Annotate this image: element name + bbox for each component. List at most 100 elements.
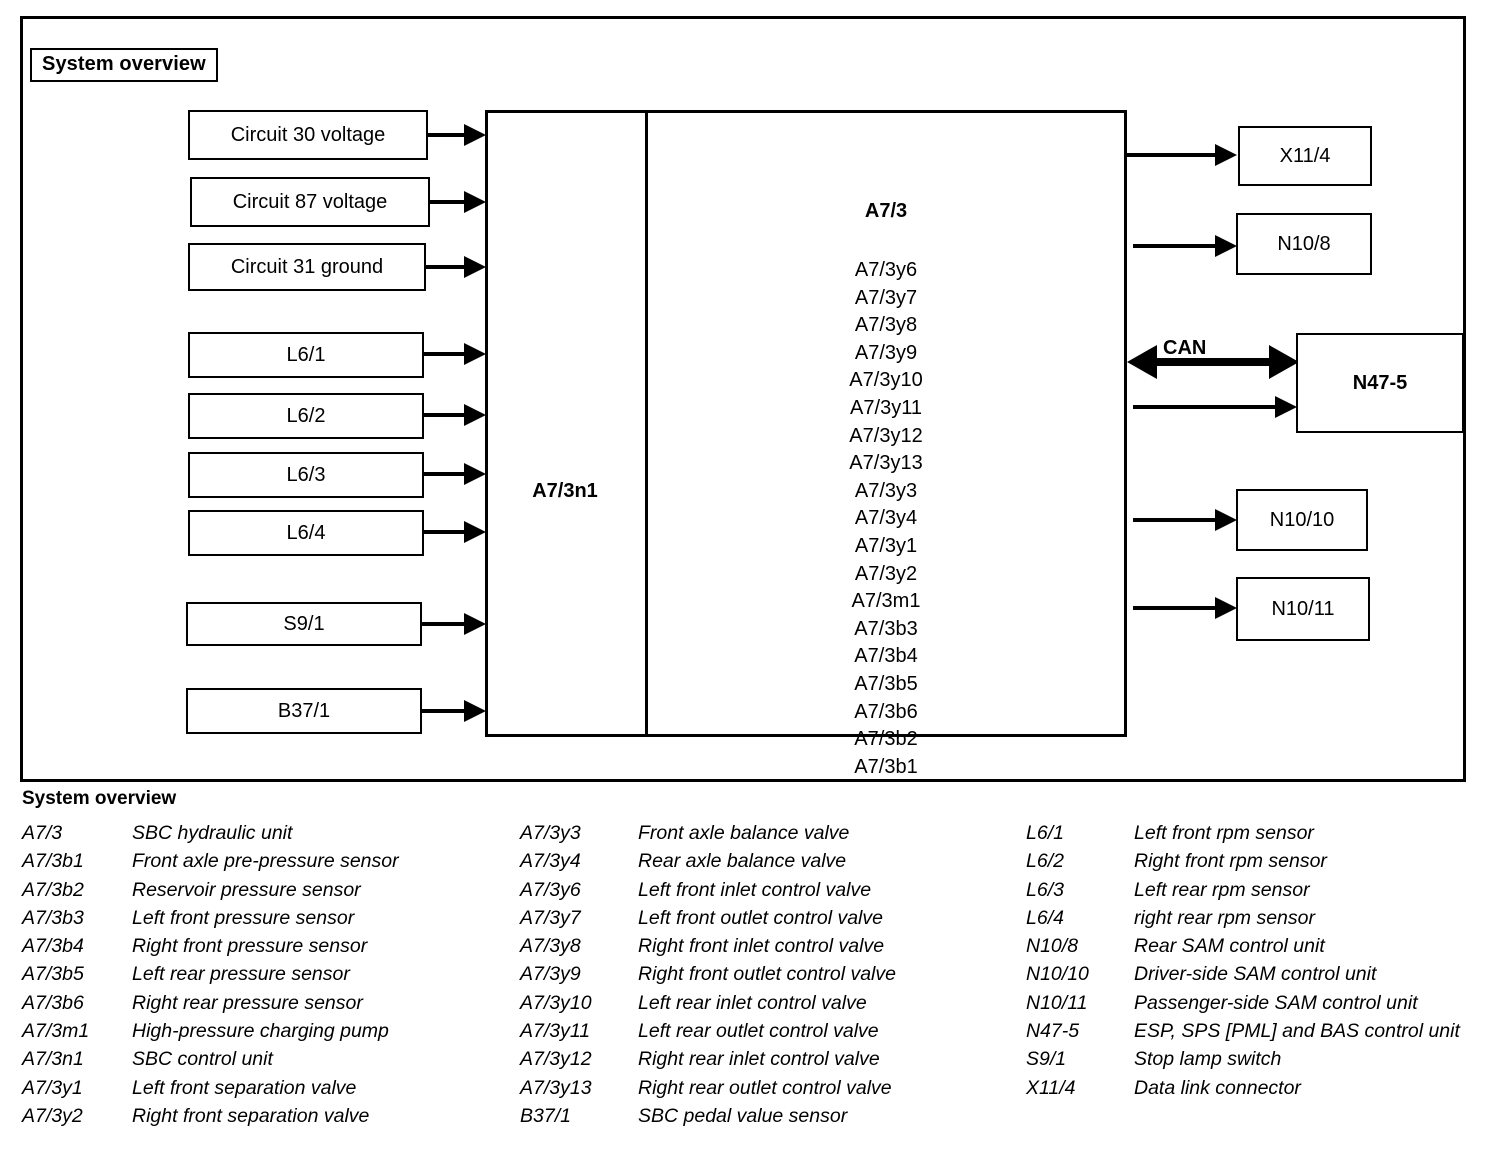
input-box-l6-3[interactable]: L6/3 [188, 452, 424, 498]
legend-description: Right front outlet control valve [638, 963, 896, 986]
legend-description: Right front rpm sensor [1134, 850, 1327, 873]
legend-description: High-pressure charging pump [132, 1020, 389, 1043]
legend-description: Front axle pre-pressure sensor [132, 850, 399, 873]
output-box-x11-4[interactable]: X11/4 [1238, 126, 1372, 186]
legend-row: A7/3y1 Left front separation valve [22, 1074, 512, 1102]
input-box-label: Circuit 87 voltage [232, 191, 388, 213]
legend-code: N10/8 [1026, 935, 1079, 958]
legend-description: Right rear inlet control valve [638, 1048, 880, 1071]
legend-row: A7/3b5 Left rear pressure sensor [22, 960, 512, 988]
output-box-n10-8[interactable]: N10/8 [1236, 213, 1372, 275]
legend-row: A7/3b3 Left front pressure sensor [22, 904, 512, 932]
legend-description: Right front separation valve [132, 1104, 370, 1127]
legend-title: System overview [22, 788, 177, 809]
output-box-n10-11[interactable]: N10/11 [1236, 577, 1370, 641]
legend-row: A7/3b2 Reservoir pressure sensor [22, 876, 512, 904]
legend-row: A7/3b1 Front axle pre-pressure sensor [22, 847, 512, 875]
legend-description: Right front inlet control valve [638, 935, 885, 958]
legend-code: L6/1 [1026, 822, 1064, 844]
legend-code: A7/3b4 [22, 935, 84, 958]
component-item: A7/3b1 [854, 755, 918, 778]
component-item: A7/3b4 [854, 645, 918, 668]
legend-code: X11/4 [1026, 1076, 1076, 1099]
input-box-circuit-30-voltage[interactable]: Circuit 30 voltage [188, 110, 428, 160]
component-item: A7/3m1 [851, 590, 921, 613]
legend-row: A7/3y4 Rear axle balance valve [520, 847, 1010, 875]
legend-code: A7/3y3 [520, 822, 581, 844]
main-unit-divider [645, 110, 648, 737]
legend-row: N47-5 ESP, SPS [PML] and BAS control uni… [1026, 1017, 1496, 1045]
input-box-label: L6/2 [286, 405, 326, 427]
legend-description: Stop lamp switch [1134, 1048, 1282, 1071]
legend-code: A7/3m1 [22, 1020, 90, 1043]
component-item: A7/3y1 [854, 534, 918, 557]
legend-description: Left front outlet control valve [638, 906, 883, 929]
legend-code: A7/3y12 [520, 1048, 592, 1071]
legend-description: Reservoir pressure sensor [132, 878, 361, 901]
legend-row: B37/1 SBC pedal value sensor [520, 1102, 1010, 1130]
input-box-label: B37/1 [277, 700, 331, 722]
legend-row: L6/1 Left front rpm sensor [1026, 819, 1496, 847]
component-item: A7/3y3 [854, 479, 918, 502]
legend-code: B37/1 [520, 1104, 571, 1127]
legend-description: Front axle balance valve [638, 822, 850, 844]
can-label: CAN [1163, 337, 1207, 359]
input-box-b37-1[interactable]: B37/1 [186, 688, 422, 734]
legend-code: A7/3y8 [520, 935, 581, 958]
sbc-hydraulic-unit-box [485, 110, 1127, 737]
legend-description: Left front rpm sensor [1134, 822, 1314, 844]
legend-description: Right rear outlet control valve [638, 1076, 892, 1099]
legend-code: A7/3n1 [22, 1048, 84, 1071]
legend-row: A7/3 SBC hydraulic unit [22, 819, 512, 847]
input-box-s9-1[interactable]: S9/1 [186, 602, 422, 646]
component-list: A7/3y6 A7/3y7 A7/3y8 A7/3y9 A7/3y10 A7/3… [645, 257, 1127, 781]
output-box-n47-5[interactable]: N47-5 [1296, 333, 1464, 433]
output-box-n10-10[interactable]: N10/10 [1236, 489, 1368, 551]
legend-row: A7/3y3 Front axle balance valve [520, 819, 1010, 847]
legend-description: Left rear pressure sensor [132, 963, 350, 986]
legend-description: SBC hydraulic unit [132, 822, 293, 844]
legend-description: right rear rpm sensor [1134, 906, 1315, 929]
legend-row: A7/3y10 Left rear inlet control valve [520, 989, 1010, 1017]
input-box-label: S9/1 [283, 613, 325, 635]
component-item: A7/3b2 [854, 728, 918, 751]
legend-code: A7/3 [22, 822, 63, 844]
input-box-circuit-31-ground[interactable]: Circuit 31 ground [188, 243, 426, 291]
legend-row: A7/3b6 Right rear pressure sensor [22, 989, 512, 1017]
legend-code: S9/1 [1026, 1048, 1067, 1071]
input-box-l6-1[interactable]: L6/1 [188, 332, 424, 378]
legend-code: A7/3y10 [520, 991, 592, 1014]
component-item: A7/3y11 [850, 396, 922, 419]
legend-code: A7/3b5 [22, 963, 84, 986]
hydraulic-unit-title: A7/3 [864, 200, 908, 222]
legend-description: Left front inlet control valve [638, 878, 872, 901]
legend-description: Rear axle balance valve [638, 850, 847, 873]
legend-code: N10/10 [1026, 963, 1089, 986]
legend-description: Left rear outlet control valve [638, 1020, 879, 1043]
output-box-label: N10/8 [1277, 233, 1331, 255]
legend-row: A7/3y6 Left front inlet control valve [520, 876, 1010, 904]
legend-code: A7/3y6 [520, 878, 581, 901]
component-item: A7/3y7 [854, 286, 918, 309]
input-box-label: L6/3 [286, 464, 326, 486]
legend-row: A7/3y2 Right front separation valve [22, 1102, 512, 1130]
input-box-l6-4[interactable]: L6/4 [188, 510, 424, 556]
input-box-label: Circuit 30 voltage [230, 124, 386, 146]
legend-code: A7/3y2 [22, 1104, 83, 1127]
control-unit-label: A7/3n1 [532, 480, 598, 502]
legend-row: X11/4 Data link connector [1026, 1074, 1496, 1102]
legend-code: L6/3 [1026, 878, 1064, 901]
legend-code: A7/3y7 [520, 906, 581, 929]
legend-code: A7/3y11 [520, 1020, 591, 1043]
legend-code: A7/3b6 [22, 991, 84, 1014]
component-item: A7/3y12 [849, 424, 923, 447]
legend-row: S9/1 Stop lamp switch [1026, 1045, 1496, 1073]
input-box-l6-2[interactable]: L6/2 [188, 393, 424, 439]
output-box-label: N47-5 [1352, 372, 1408, 394]
input-box-circuit-87-voltage[interactable]: Circuit 87 voltage [190, 177, 430, 227]
legend-code: N10/11 [1026, 991, 1088, 1014]
component-item: A7/3y8 [854, 314, 918, 337]
input-box-label: L6/4 [286, 522, 326, 544]
legend-code: L6/2 [1026, 850, 1064, 873]
legend-row: N10/11 Passenger-side SAM control unit [1026, 989, 1496, 1017]
